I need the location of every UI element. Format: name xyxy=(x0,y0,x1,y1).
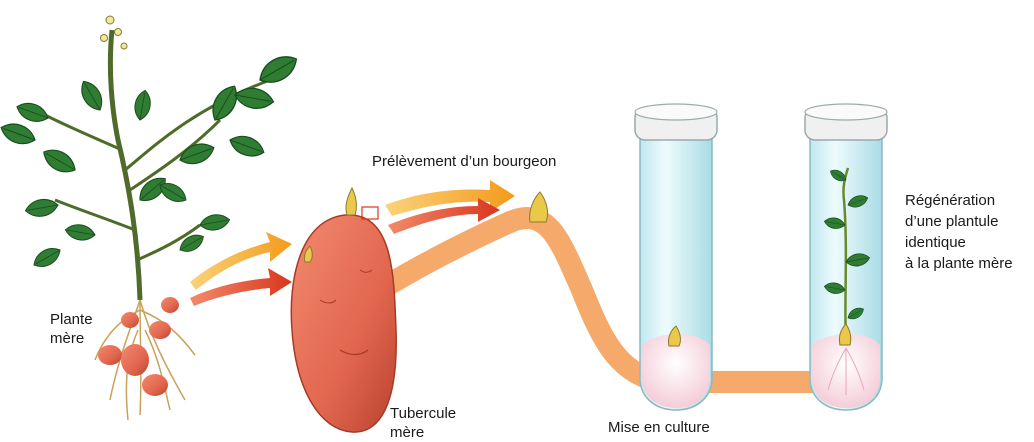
label-plante-mere: Plante mère xyxy=(50,310,93,348)
mother-plant xyxy=(0,16,302,420)
test-tube-culture xyxy=(635,104,717,410)
test-tube-regeneration xyxy=(805,104,887,410)
label-prelevement: Prélèvement d’un bourgeon xyxy=(372,152,556,171)
label-mise-en-culture: Mise en culture xyxy=(608,418,710,437)
culture-pathway xyxy=(388,218,850,382)
mother-tuber xyxy=(291,188,396,432)
label-regeneration: Régénération d’une plantule identique à … xyxy=(905,190,1013,274)
label-tubercule-mere: Tubercule mère xyxy=(390,404,456,442)
extracted-bud xyxy=(530,192,548,222)
arrow-plant-to-tuber xyxy=(190,232,292,306)
